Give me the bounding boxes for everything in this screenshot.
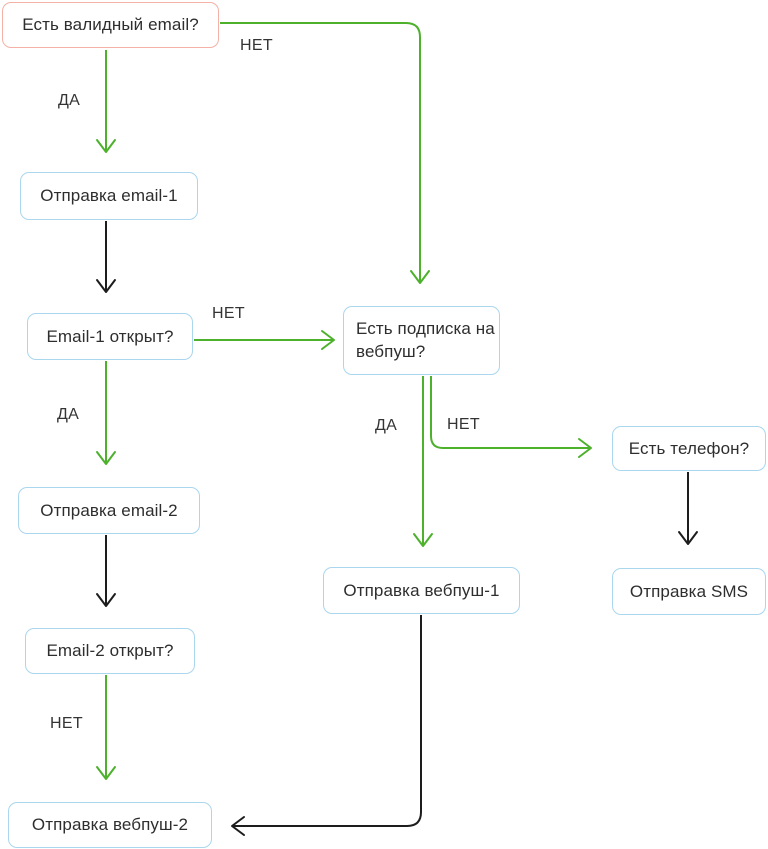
edge-validemail-webpushsub [220,22,430,284]
node-send-email-1: Отправка email-1 [20,172,198,220]
edge-label-yes-webpushsub: ДА [375,417,398,434]
edge-label-no-email1open: НЕТ [212,305,245,322]
node-send-email-2: Отправка email-2 [18,487,200,534]
edge-sendwebpush1-sendwebpush2 [231,615,422,836]
edge-label-no-email2open: НЕТ [50,715,83,732]
edge-label-no-validemail: НЕТ [240,37,273,54]
node-email-1-open: Email-1 открыт? [27,313,193,360]
edge-label-yes-validemail: ДА [58,92,81,109]
node-valid-email: Есть валидный email? [2,2,219,48]
node-send-webpush-2: Отправка вебпуш-2 [8,802,212,848]
node-phone: Есть телефон? [612,426,766,471]
node-email-2-open: Email-2 открыт? [25,628,195,674]
node-send-sms: Отправка SMS [612,568,766,615]
edge-webpushsub-phone [430,376,592,458]
edge-label-yes-email1open: ДА [57,406,80,423]
node-webpush-subscription: Есть подписка на вебпуш? [343,306,500,375]
edge-label-no-webpushsub: НЕТ [447,416,480,433]
node-send-webpush-1: Отправка вебпуш-1 [323,567,520,614]
